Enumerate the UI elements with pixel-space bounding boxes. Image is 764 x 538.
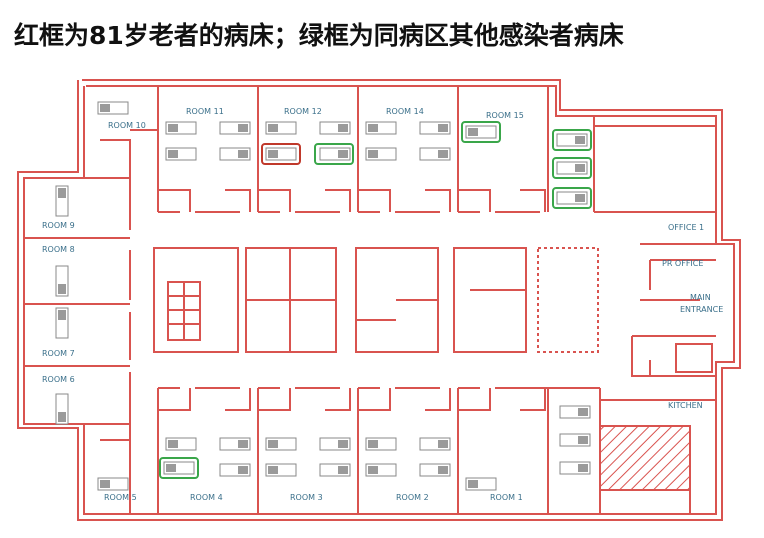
top-row-walls [157, 86, 717, 213]
green-frame-room15-4 [552, 187, 592, 209]
bed-room1-4 [465, 477, 497, 491]
bed-room15-2 [556, 133, 588, 147]
bed-room14-2 [419, 121, 451, 135]
bed-room11-3 [165, 147, 197, 161]
highlight-frames [159, 121, 592, 479]
label-room4: ROOM 4 [190, 493, 223, 502]
bed-room12-2 [319, 121, 351, 135]
bed-room4-3 [163, 461, 195, 475]
bed-room8 [55, 265, 69, 297]
bed-room10 [97, 101, 129, 115]
bed-room12-3 [265, 147, 297, 161]
room-labels: ROOM 10 ROOM 11 ROOM 12 ROOM 14 ROOM 15 … [42, 107, 723, 502]
label-room2: ROOM 2 [396, 493, 429, 502]
label-room6: ROOM 6 [42, 375, 75, 384]
label-room8: ROOM 8 [42, 245, 75, 254]
bed-room2-2 [419, 437, 451, 451]
green-frame-room12 [314, 143, 354, 165]
building-outline [17, 79, 741, 521]
beds [55, 101, 591, 491]
bed-room4-1 [165, 437, 197, 451]
label-room9: ROOM 9 [42, 221, 75, 230]
bed-room14-4 [419, 147, 451, 161]
label-main-entrance-1: MAIN [690, 293, 711, 302]
bed-room11-4 [219, 147, 251, 161]
bed-room2-3 [365, 463, 397, 477]
bed-room15-1 [465, 125, 497, 139]
bed-room2-1 [365, 437, 397, 451]
bed-room12-4 [319, 147, 351, 161]
bed-room15-4 [556, 191, 588, 205]
kitchen-hatch [599, 425, 691, 491]
bed-room15-3 [556, 161, 588, 175]
bed-room12-1 [265, 121, 297, 135]
bed-room1-3 [559, 461, 591, 475]
bed-room7 [55, 307, 69, 339]
label-room3: ROOM 3 [290, 493, 323, 502]
label-kitchen: KITCHEN [668, 401, 703, 410]
green-frame-room15-2 [552, 129, 592, 151]
label-pr-office: PR OFFICE [662, 259, 703, 268]
green-frame-room15-1 [461, 121, 501, 143]
page-title: 红框为81岁老者的病床；绿框为同病区其他感染者病床 [14, 21, 624, 50]
green-frame-room4 [159, 457, 199, 479]
bed-room1-2 [559, 433, 591, 447]
label-room14: ROOM 14 [386, 107, 424, 116]
bottom-row-walls [157, 387, 716, 514]
bed-room3-2 [319, 437, 351, 451]
bed-room3-1 [265, 437, 297, 451]
bed-room9 [55, 185, 69, 217]
bed-room11-1 [165, 121, 197, 135]
bed-room6 [55, 393, 69, 425]
bed-room2-4 [419, 463, 451, 477]
bed-room5 [97, 477, 129, 491]
bed-room4-4 [219, 463, 251, 477]
bed-room14-1 [365, 121, 397, 135]
label-room5: ROOM 5 [104, 493, 137, 502]
central-core [153, 247, 599, 353]
bed-room11-2 [219, 121, 251, 135]
label-room7: ROOM 7 [42, 349, 75, 358]
green-frame-room15-3 [552, 157, 592, 179]
label-office1: OFFICE 1 [668, 223, 704, 232]
right-wing-walls [631, 243, 716, 377]
label-room12: ROOM 12 [284, 107, 322, 116]
bed-room4-2 [219, 437, 251, 451]
bed-room1-1 [559, 405, 591, 419]
bed-room14-3 [365, 147, 397, 161]
label-room1: ROOM 1 [490, 493, 523, 502]
label-room10: ROOM 10 [108, 121, 146, 130]
label-room15: ROOM 15 [486, 111, 524, 120]
label-room11: ROOM 11 [186, 107, 224, 116]
label-main-entrance-2: ENTRANCE [680, 305, 723, 314]
left-wing-walls [24, 86, 158, 514]
red-frame-elderly-bed [261, 143, 301, 165]
bed-room3-3 [265, 463, 297, 477]
bed-room3-4 [319, 463, 351, 477]
